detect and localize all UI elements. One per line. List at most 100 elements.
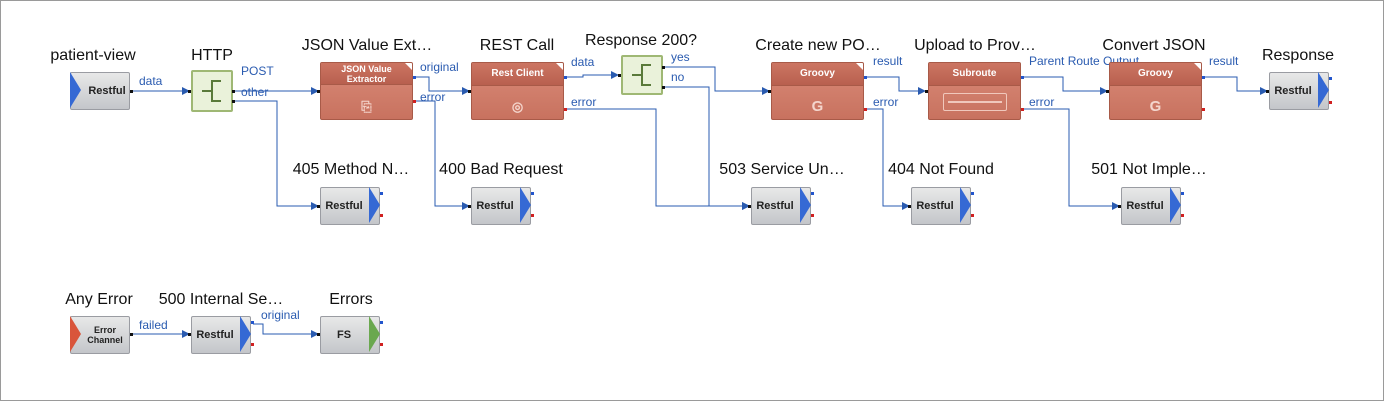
output-port-yes[interactable]	[662, 66, 665, 69]
node-500[interactable]: Restful	[191, 316, 251, 354]
node-label: Restful	[325, 200, 363, 212]
fold-corner	[855, 63, 863, 71]
input-port[interactable]	[768, 90, 771, 93]
output-port[interactable]	[251, 321, 254, 324]
input-port[interactable]	[908, 205, 911, 208]
node-response[interactable]: Restful	[1269, 72, 1329, 110]
output-port-data[interactable]	[564, 76, 567, 79]
input-port[interactable]	[317, 90, 320, 93]
node-title-response-200: Response 200?	[584, 32, 698, 49]
endpoint-arrow-icon	[240, 316, 251, 352]
output-port[interactable]	[1329, 77, 1332, 80]
input-port[interactable]	[1106, 90, 1109, 93]
output-port-error[interactable]	[864, 108, 867, 111]
input-port[interactable]	[317, 333, 320, 336]
node-label: Restful	[1126, 200, 1164, 212]
output-port[interactable]	[811, 192, 814, 195]
input-port[interactable]	[468, 205, 471, 208]
node-title-http: HTTP	[191, 47, 233, 64]
output-port[interactable]	[1181, 192, 1184, 195]
output-port-parent-route[interactable]	[1021, 76, 1024, 79]
node-response-200[interactable]	[621, 55, 663, 95]
output-port-post[interactable]	[232, 90, 235, 93]
port-label-error-json: error	[420, 90, 446, 104]
wire-result-convert	[1202, 76, 1268, 95]
input-port[interactable]	[468, 90, 471, 93]
input-port[interactable]	[748, 205, 751, 208]
node-errors[interactable]: FS	[320, 316, 380, 354]
switch-icon	[632, 74, 642, 76]
output-port-other[interactable]	[232, 100, 235, 103]
output-port-no[interactable]	[662, 86, 665, 89]
port-label-other: other	[241, 85, 269, 99]
output-port[interactable]	[130, 90, 133, 93]
node-label: FS	[336, 329, 352, 341]
wire-original-errors	[253, 323, 319, 338]
node-label: Restful	[756, 200, 794, 212]
node-label: Restful	[196, 329, 234, 341]
port-label-original: original	[420, 60, 459, 74]
node-upload[interactable]: Subroute	[928, 62, 1021, 120]
output-port[interactable]	[971, 192, 974, 195]
node-convert-json[interactable]: Groovy G	[1109, 62, 1202, 120]
switch-icon-bottom	[643, 84, 651, 86]
error-port[interactable]	[1181, 214, 1184, 217]
output-port-original[interactable]	[413, 76, 416, 79]
wire-error-json	[413, 100, 470, 210]
node-title-any-error: Any Error	[65, 291, 133, 308]
input-port[interactable]	[925, 90, 928, 93]
port-label-data-rest: data	[571, 55, 595, 69]
node-400[interactable]: Restful	[471, 187, 531, 225]
output-port[interactable]	[130, 333, 133, 336]
input-port[interactable]	[1266, 90, 1269, 93]
node-label: Restful	[916, 200, 954, 212]
node-patient-view[interactable]: Restful	[70, 72, 130, 110]
error-port[interactable]	[811, 214, 814, 217]
input-port[interactable]	[618, 74, 621, 77]
groovy-icon: G	[811, 98, 824, 115]
output-port-error[interactable]	[413, 100, 416, 103]
input-port[interactable]	[188, 90, 191, 93]
switch-icon-top	[213, 80, 221, 82]
output-port-error[interactable]	[1202, 108, 1205, 111]
error-port[interactable]	[251, 343, 254, 346]
output-port-result[interactable]	[1202, 76, 1205, 79]
output-port[interactable]	[531, 192, 534, 195]
node-rest-call[interactable]: Rest Client ◎	[471, 62, 564, 120]
output-port-result[interactable]	[864, 76, 867, 79]
wire-error-groovy	[864, 108, 910, 210]
node-404[interactable]: Restful	[911, 187, 971, 225]
subroute-icon-line	[948, 101, 1002, 103]
input-port[interactable]	[317, 205, 320, 208]
error-port[interactable]	[1329, 101, 1332, 104]
output-port-error[interactable]	[564, 108, 567, 111]
node-label: Groovy	[1110, 63, 1201, 86]
input-port[interactable]	[1118, 205, 1121, 208]
node-any-error[interactable]: Error Channel	[70, 316, 130, 354]
input-port[interactable]	[188, 333, 191, 336]
port-label-error-subroute: error	[1029, 95, 1055, 109]
node-405[interactable]: Restful	[320, 187, 380, 225]
output-port-error[interactable]	[1021, 108, 1024, 111]
fold-corner	[1193, 63, 1201, 71]
error-port[interactable]	[971, 214, 974, 217]
port-label-error-rest: error	[571, 95, 597, 109]
output-port[interactable]	[380, 192, 383, 195]
fold-corner	[555, 63, 563, 71]
node-501[interactable]: Restful	[1121, 187, 1181, 225]
endpoint-arrow-icon	[70, 72, 81, 108]
node-json-extractor[interactable]: JSON Value Extractor ⎘	[320, 62, 413, 120]
error-port[interactable]	[380, 343, 383, 346]
node-create-new[interactable]: Groovy G	[771, 62, 864, 120]
error-port[interactable]	[380, 214, 383, 217]
node-title-501: 501 Not Imple…	[1091, 161, 1207, 178]
subroute-icon	[943, 93, 1007, 111]
wire-yes	[663, 66, 770, 95]
node-title-upload: Upload to Prov…	[914, 37, 1036, 54]
error-port[interactable]	[531, 214, 534, 217]
node-503[interactable]: Restful	[751, 187, 811, 225]
node-http[interactable]	[191, 70, 233, 112]
output-port[interactable]	[380, 321, 383, 324]
node-title-400: 400 Bad Request	[439, 161, 563, 178]
